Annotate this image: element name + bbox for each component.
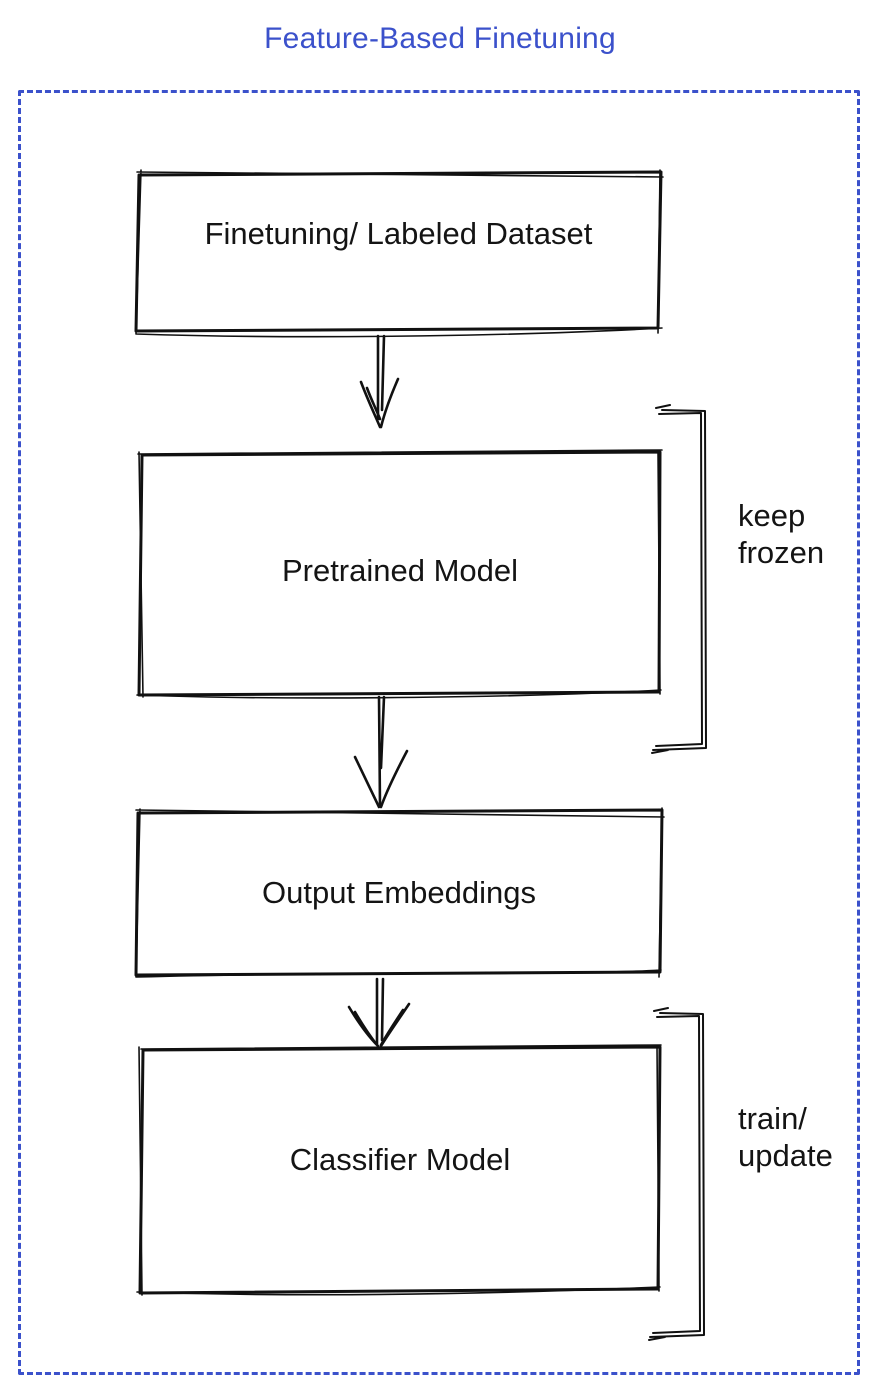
bracket-train-update <box>648 1007 705 1341</box>
arrow-head <box>359 377 400 429</box>
node-resketch-pretrained-model <box>136 449 663 699</box>
arrow-pretrained-to-embeddings <box>353 695 409 809</box>
arrow-head <box>347 1002 411 1048</box>
node-rect-finetuning-dataset <box>134 170 663 333</box>
arrow-head <box>353 749 409 809</box>
bracket-keep-frozen <box>651 404 707 754</box>
arrow-shaft <box>376 334 386 421</box>
annotation-keep-frozen: keep frozen <box>738 498 825 570</box>
bracket-stroke-1 <box>655 412 703 747</box>
node-rect-output-embeddings <box>134 808 664 977</box>
dotted-frame-border <box>18 90 860 1375</box>
bracket-stroke-2 <box>648 1007 705 1341</box>
bracket-stroke-1 <box>652 1015 701 1334</box>
bracket-stroke-2 <box>651 404 707 754</box>
arrow-dataset-to-pretrained <box>359 334 400 429</box>
node-rect-pretrained-model <box>137 450 662 697</box>
node-box-finetuning-dataset <box>134 169 664 338</box>
node-rect-classifier-model <box>138 1045 662 1295</box>
node-resketch-output-embeddings <box>135 807 665 978</box>
arrow-embeddings-to-classifier <box>347 977 411 1048</box>
node-box-output-embeddings <box>134 807 665 978</box>
node-box-pretrained-model <box>136 449 663 699</box>
annotation-train-update: train/ update <box>738 1101 833 1173</box>
arrow-shaft <box>377 695 386 808</box>
arrow-shaft <box>375 977 385 1046</box>
node-resketch-finetuning-dataset <box>135 169 664 338</box>
node-box-classifier-model <box>136 1044 662 1296</box>
node-resketch-classifier-model <box>136 1044 662 1296</box>
diagram-title: Feature-Based Finetuning <box>264 22 616 55</box>
